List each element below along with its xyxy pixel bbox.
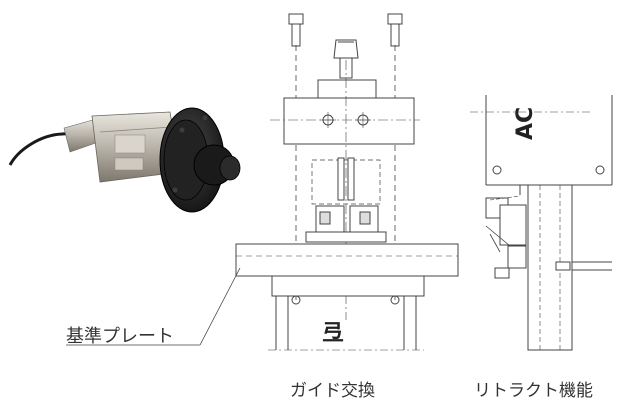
guide-exchange-caption: ガイド交換 xyxy=(290,381,375,401)
retract-function-caption: リトラクト機能 xyxy=(474,381,593,401)
reference-plate-label: 基準プレート xyxy=(66,326,174,347)
guide-exchange-drawing xyxy=(66,13,459,351)
sensor-unit-icon xyxy=(63,111,181,183)
side-view-mark: AC xyxy=(513,107,538,140)
center-mark: 弖 xyxy=(322,321,344,346)
retract-drawing xyxy=(470,95,613,351)
product-photo xyxy=(8,107,241,213)
flange-icon xyxy=(159,107,241,213)
